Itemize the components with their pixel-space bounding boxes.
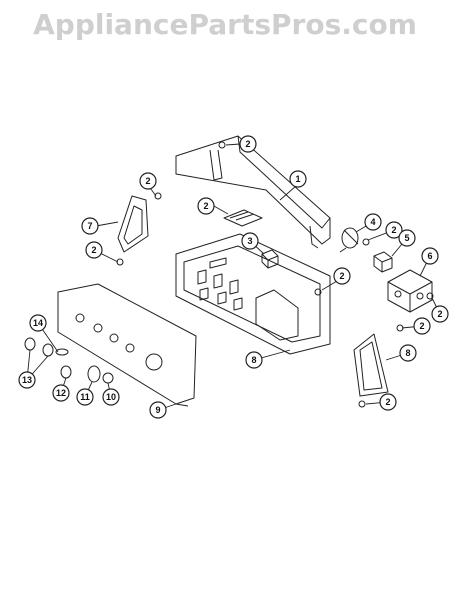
callout-2-mid: 2 <box>333 267 351 285</box>
watermark: AppliancePartsPros.com <box>33 8 417 41</box>
part-timer <box>387 269 433 313</box>
part-knobs <box>24 337 114 384</box>
part-bracket <box>223 209 263 227</box>
svg-text:7: 7 <box>87 221 92 231</box>
callout-8-left: 7 <box>81 217 99 235</box>
callout-2-left-upper: 2 <box>139 172 157 190</box>
svg-text:2: 2 <box>245 139 250 149</box>
part-screws <box>116 141 434 408</box>
callout-11: 10 <box>102 388 120 406</box>
svg-text:14: 14 <box>33 318 43 328</box>
svg-text:2: 2 <box>391 225 396 235</box>
callout-2-bottom: 2 <box>379 393 397 411</box>
svg-text:3: 3 <box>247 236 252 246</box>
svg-text:1: 1 <box>295 174 300 184</box>
svg-text:12: 12 <box>56 388 66 398</box>
part-console-panel <box>57 283 197 407</box>
svg-text:2: 2 <box>203 201 208 211</box>
part-end-cap-left <box>117 195 149 253</box>
part-switch-6 <box>373 251 393 273</box>
svg-text:13: 13 <box>22 375 32 385</box>
callout-8-right: 8 <box>399 344 417 362</box>
callout-1: 1 <box>289 170 307 188</box>
part-console-frame <box>175 233 331 355</box>
callout-2-top: 2 <box>239 135 257 153</box>
callout-14: 13 <box>18 371 36 389</box>
svg-text:9: 9 <box>155 405 160 415</box>
svg-text:2: 2 <box>145 176 150 186</box>
svg-text:2: 2 <box>419 321 424 331</box>
callout-6: 5 <box>398 229 416 247</box>
svg-text:8: 8 <box>405 348 410 358</box>
callout-4: 3 <box>241 232 259 250</box>
callout-2-right-upper: 2 <box>385 221 403 239</box>
callout-9: 8 <box>245 351 263 369</box>
svg-text:10: 10 <box>106 392 116 402</box>
svg-text:5: 5 <box>404 233 409 243</box>
svg-text:8: 8 <box>251 355 256 365</box>
part-motor <box>339 227 359 253</box>
part-switch <box>261 249 279 269</box>
callout-12: 11 <box>76 388 94 406</box>
svg-text:2: 2 <box>385 397 390 407</box>
callout-5: 4 <box>364 213 382 231</box>
part-end-cap-right <box>353 333 389 397</box>
callout-2-left-lower: 2 <box>85 241 103 259</box>
svg-text:2: 2 <box>437 309 442 319</box>
svg-text:2: 2 <box>339 271 344 281</box>
callout-7: 6 <box>421 247 439 265</box>
svg-text:4: 4 <box>370 217 375 227</box>
svg-text:11: 11 <box>80 392 90 402</box>
part-top-cover <box>175 135 331 249</box>
callout-3: 2 <box>197 197 215 215</box>
callout-10: 9 <box>149 401 167 419</box>
callout-13: 12 <box>52 384 70 402</box>
svg-text:2: 2 <box>91 245 96 255</box>
callout-15: 14 <box>29 314 47 332</box>
svg-text:6: 6 <box>427 251 432 261</box>
callout-2-right-edge: 2 <box>431 305 449 323</box>
callout-2-right-lower: 2 <box>413 317 431 335</box>
